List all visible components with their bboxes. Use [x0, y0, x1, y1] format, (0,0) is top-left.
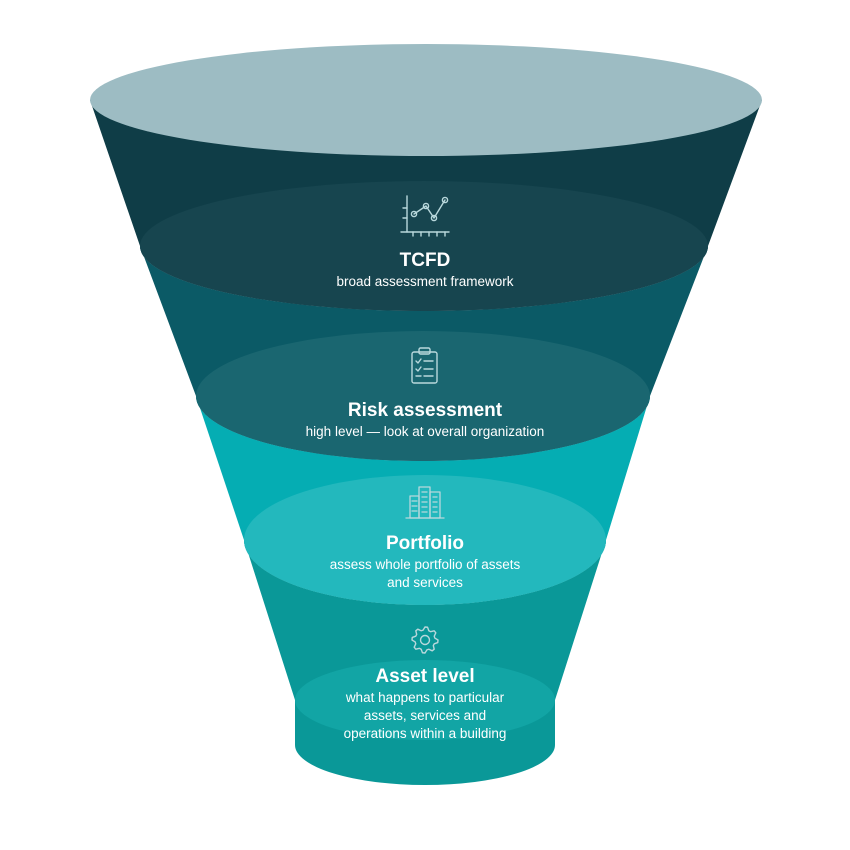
stage-description: assess whole portfolio of assets and ser…	[329, 557, 521, 590]
gear-icon	[411, 626, 439, 654]
line-chart-icon	[400, 195, 450, 237]
stage-title: Portfolio	[385, 533, 465, 554]
stage-description: broad assessment framework	[336, 274, 514, 289]
stage-tcfd: TCFD broad assessment framework	[225, 250, 625, 291]
asset-inner-ellipse	[295, 660, 555, 740]
stage-description: high level — look at overall organizatio…	[305, 424, 545, 439]
portfolio-inner-ellipse	[244, 475, 606, 605]
stage-title: TCFD	[399, 250, 451, 271]
stage-description: what happens to particular assets, servi…	[343, 690, 507, 741]
stage-title: Asset level	[375, 666, 475, 687]
stage-risk-assessment: Risk assessment high level — look at ove…	[225, 400, 625, 441]
stage-asset-level: Asset level what happens to particular a…	[225, 666, 625, 743]
funnel-top-rim	[90, 44, 762, 156]
risk-inner-ellipse	[196, 331, 650, 461]
buildings-icon	[405, 486, 445, 519]
stage-title: Risk assessment	[347, 400, 503, 421]
stage-portfolio: Portfolio assess whole portfolio of asse…	[225, 533, 625, 592]
clipboard-checklist-icon	[411, 347, 438, 384]
tcfd-inner-ellipse	[140, 181, 708, 311]
